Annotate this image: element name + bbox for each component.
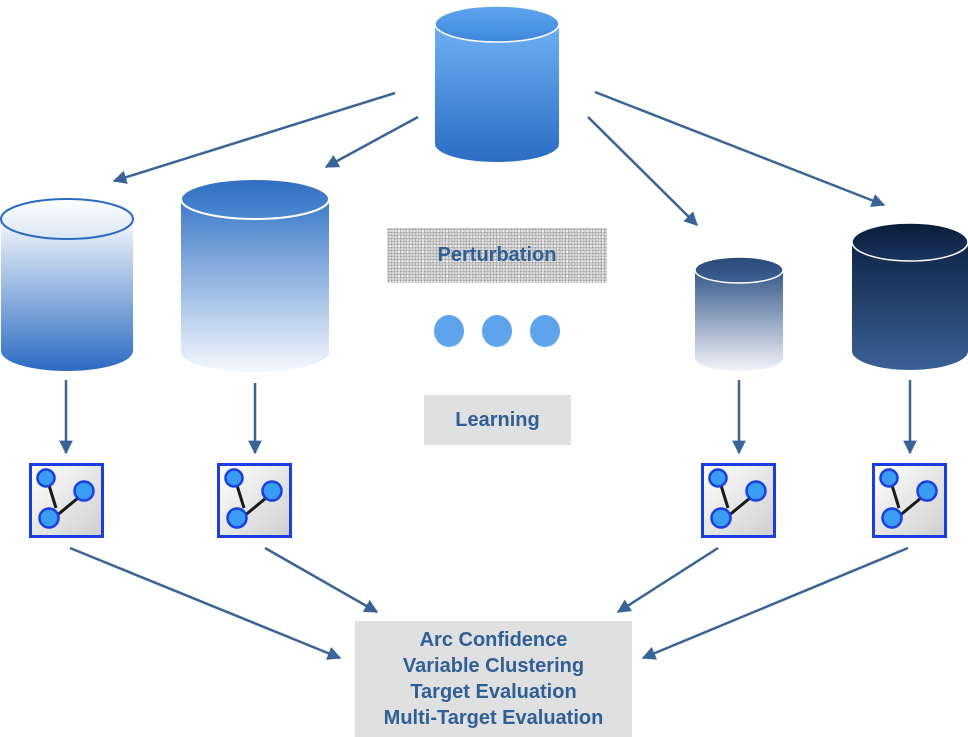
learning-label: Learning bbox=[424, 395, 571, 445]
arrow-network-2-to-results bbox=[264, 546, 379, 614]
arrow-network-4-to-results bbox=[641, 546, 909, 660]
source-dataset-icon bbox=[434, 5, 560, 162]
result-target-evaluation: Target Evaluation bbox=[410, 681, 577, 703]
arrow-source-to-dataset-3 bbox=[587, 116, 698, 226]
dataset-1-icon bbox=[0, 198, 134, 371]
perturbation-label: Perturbation bbox=[387, 228, 607, 283]
dataset-2-icon bbox=[180, 178, 330, 372]
network-4-icon bbox=[872, 463, 947, 538]
arrow-network-1-to-results bbox=[69, 546, 342, 660]
network-1-icon bbox=[29, 463, 104, 538]
dataset-3-icon bbox=[694, 256, 784, 371]
ellipsis-dots-icon bbox=[434, 315, 560, 347]
results-box: Arc Confidence Variable Clustering Targe… bbox=[355, 621, 632, 737]
arrow-source-to-dataset-1 bbox=[112, 91, 396, 184]
result-arc-confidence: Arc Confidence bbox=[419, 629, 568, 651]
network-3-icon bbox=[701, 463, 776, 538]
dataset-4-icon bbox=[851, 222, 968, 370]
arrow-network-3-to-results bbox=[616, 546, 719, 614]
arrow-source-to-dataset-4 bbox=[594, 90, 886, 207]
network-2-icon bbox=[217, 463, 292, 538]
result-variable-clustering: Variable Clustering bbox=[402, 655, 585, 677]
arrow-source-to-dataset-2 bbox=[324, 115, 419, 169]
result-multi-target-evaluation: Multi-Target Evaluation bbox=[383, 707, 604, 729]
